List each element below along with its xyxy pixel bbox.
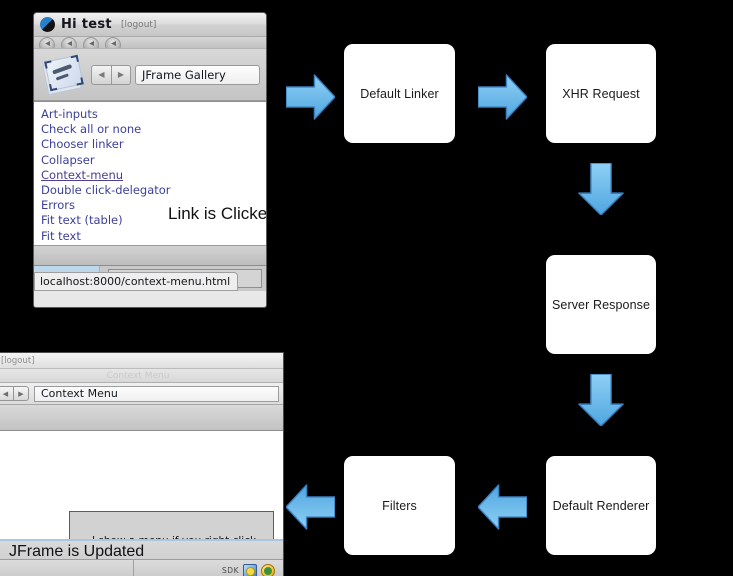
arrow-out-of-filters-icon [285,484,336,530]
address-bar[interactable]: JFrame Gallery [135,64,260,85]
toolbar-circle-button-1[interactable] [39,37,55,48]
arrow-linker-to-xhr-icon [477,74,528,120]
bottom-tool-strip [0,405,283,431]
toolbar-circle-button-3[interactable] [83,37,99,48]
greeting-label: Hi test [61,17,112,32]
sdk-label: SDK [222,566,239,575]
flow-box-filters: Filters [344,456,455,555]
flow-box-label: Default Linker [360,86,439,101]
gallery-photo-icon [42,54,84,95]
browser-toolbar: ◀ ▶ JFrame Gallery [34,49,266,101]
sdk-browser-icon[interactable] [243,563,257,576]
arrow-xhr-to-server-icon [578,162,624,216]
flow-box-xhr-request: XHR Request [546,44,656,143]
flow-box-server-response: Server Response [546,255,656,354]
browser-window-gallery[interactable]: Hi test [logout] ◀ ▶ JF [33,12,267,308]
browser-window-context-menu[interactable]: [logout] Context Menu ◀ ▶ Context Menu I… [0,352,284,576]
bottom-browser-toolbar: ◀ ▶ Context Menu [0,383,283,405]
logout-link[interactable]: [logout] [120,19,157,30]
bottom-ghost-title: Context Menu [0,369,283,383]
app-logo-icon [40,17,55,32]
window-control-buttons[interactable] [34,37,266,49]
status-row: localhost:8000/context-menu.html [34,265,266,291]
bottom-status-bar: SDK [0,559,283,576]
status-bar-divider [133,559,134,576]
demo-link-item[interactable]: Double click-delegator [41,183,171,198]
bottom-back-button[interactable]: ◀ [0,386,13,401]
demo-link-item[interactable]: Errors [41,198,76,213]
back-button[interactable]: ◀ [91,64,111,85]
demo-link-item[interactable]: Fit text (table) [41,213,123,228]
flow-box-label: Server Response [551,297,651,312]
flow-box-label: Default Renderer [552,498,650,513]
arrow-server-to-renderer-icon [578,373,624,427]
demo-link-item[interactable]: Fit text [41,228,81,243]
status-url-tooltip: localhost:8000/context-menu.html [34,272,239,291]
flow-box-label: Filters [382,498,417,513]
flow-box-label: XHR Request [562,86,640,101]
bottom-logout-link[interactable]: [logout] [1,355,35,366]
arrow-into-linker-icon [285,74,336,120]
link-clicked-overlay: Link is Clicked [168,204,266,223]
demo-link-item[interactable]: Art-inputs [41,107,98,121]
bottom-forward-button[interactable]: ▶ [13,386,29,401]
bottom-window-titlebar: [logout] [0,353,283,369]
demo-link-item[interactable]: Collapser [41,152,95,167]
window-titlebar: Hi test [logout] [34,13,266,37]
forward-button[interactable]: ▶ [111,64,131,85]
sdk-refresh-icon[interactable] [261,563,275,576]
content-bottom-strip [34,245,266,265]
bottom-page-content: I show a menu if you right click anywher… [0,431,283,576]
toolbar-circle-button-2[interactable] [61,37,77,48]
toolbar-circle-button-4[interactable] [105,37,121,48]
bottom-address-bar[interactable]: Context Menu [34,385,279,402]
flow-box-default-renderer: Default Renderer [546,456,656,555]
nav-button-group[interactable]: ◀ ▶ [91,64,131,85]
flow-box-default-linker: Default Linker [344,44,455,143]
demo-link-item[interactable]: Context-menu [41,167,124,182]
arrow-renderer-to-filters-icon [477,484,528,530]
demo-link-item[interactable]: Chooser linker [41,137,124,152]
demo-link-item[interactable]: Check all or none [41,122,142,137]
